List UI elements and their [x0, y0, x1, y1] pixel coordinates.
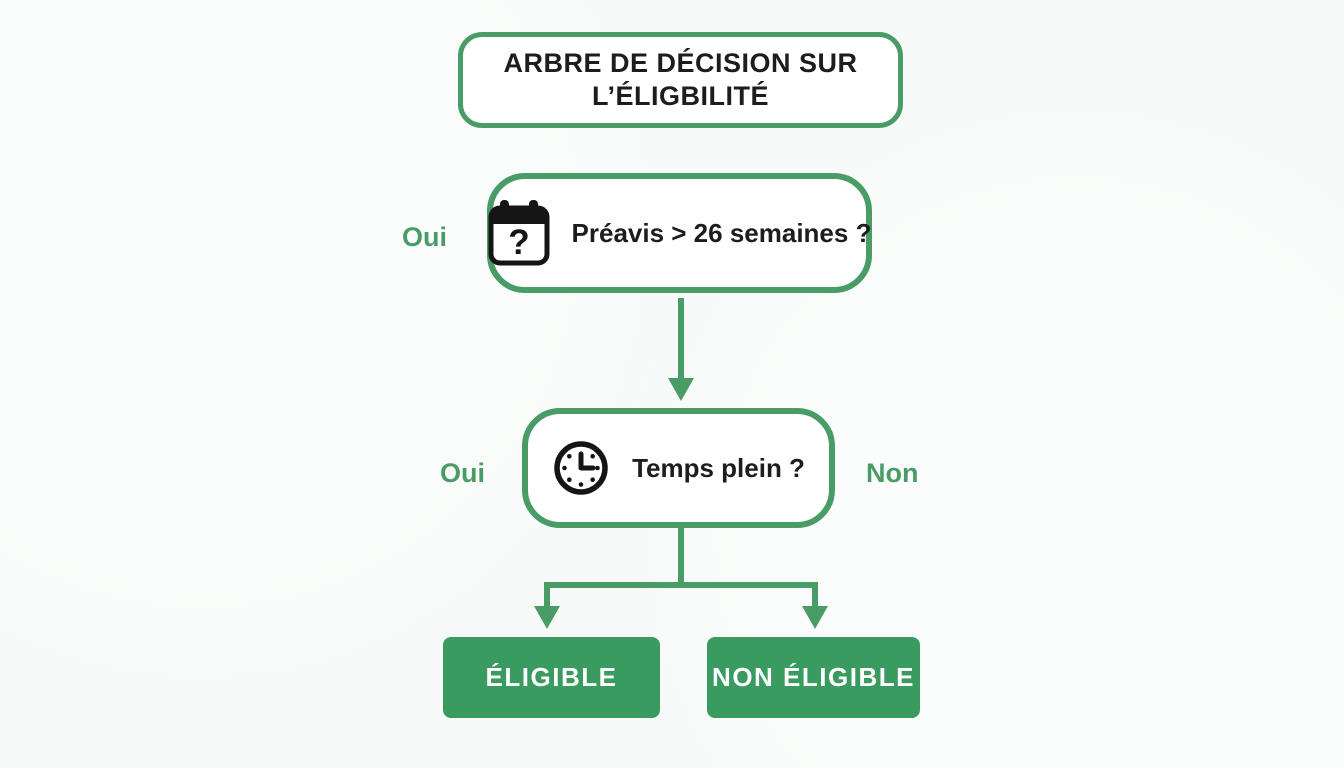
branch-label-oui-tempsplein: Oui — [440, 458, 485, 488]
title-box: ARBRE DE DÉCISION SUR L’ÉLIGBILITÉ — [458, 32, 903, 128]
page-title: ARBRE DE DÉCISION SUR L’ÉLIGBILITÉ — [503, 48, 858, 111]
node-tempsplein-label: Temps plein ? — [632, 452, 805, 483]
node-preavis-question: ? Préavis > 26 semaines ? — [487, 173, 872, 293]
calendar-question-glyph: ? — [508, 223, 529, 262]
branch-label-oui-preavis: Oui — [402, 222, 447, 252]
outcome-non-eligible: NON ÉLIGIBLE — [707, 637, 920, 718]
arrow-to-non-eligible-head — [802, 606, 828, 629]
branch-label-non-tempsplein: Non — [866, 458, 919, 488]
outcome-eligible: ÉLIGIBLE — [443, 637, 660, 718]
arrow-preavis-to-tempsplein-shaft — [678, 298, 684, 380]
connector-drop-left — [544, 582, 550, 609]
node-tempsplein-question: Temps plein ? — [522, 408, 835, 528]
connector-tempsplein-stem — [678, 528, 684, 585]
clock-icon — [552, 439, 610, 497]
arrow-to-eligible-head — [534, 606, 560, 629]
node-preavis-label: Préavis > 26 semaines ? — [571, 217, 872, 248]
arrow-preavis-to-tempsplein-head — [668, 378, 694, 401]
connector-horizontal-bar — [544, 582, 818, 588]
connector-drop-right — [812, 582, 818, 609]
calendar-question-icon: ? — [488, 199, 550, 267]
